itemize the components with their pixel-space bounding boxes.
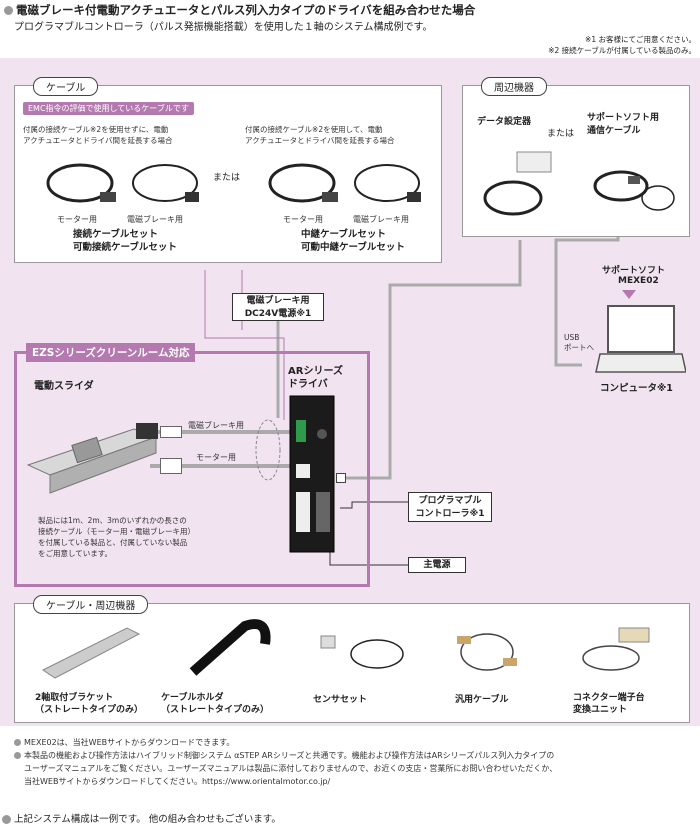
left-cable-desc: 付属の接続ケーブル※2を使用せずに、電動 アクチュエータとドライバ間を延長する場… bbox=[23, 125, 173, 145]
right-motor-label: モーター用 bbox=[283, 215, 323, 224]
motor-connector bbox=[160, 458, 182, 474]
right-cable-title: 中継ケーブルセット 可動中継ケーブルセット bbox=[301, 229, 405, 253]
footnote-4: 当社WEBサイトからダウンロードしてください。https://www.orien… bbox=[24, 777, 331, 786]
general-cable-icon bbox=[457, 633, 517, 671]
brake-connector bbox=[160, 426, 182, 438]
support-soft-label: サポートソフト bbox=[602, 266, 666, 276]
brake-power-box: 電磁ブレーキ用 DC24V電源※1 bbox=[232, 293, 324, 321]
data-setter-label: データ設定器 bbox=[477, 117, 532, 127]
bullet-icon bbox=[14, 752, 21, 759]
cable-peripheral-section: ケーブル・周辺機器 2軸取付ブラケット （ストレートタイプのみ） ケーブルホルダ… bbox=[14, 595, 690, 723]
support-cable-label: サポートソフト用 通信ケーブル bbox=[587, 113, 660, 136]
peripheral-or: または bbox=[547, 129, 575, 139]
left-brake-label: 電磁ブレーキ用 bbox=[127, 215, 183, 224]
cable-section: ケーブル EMC指令の評価で使用しているケーブルです 付属の接続ケーブル※2を使… bbox=[14, 77, 442, 263]
footnote-2: 本製品の機能および操作方法はハイブリッド制御システム αSTEP ARシリーズと… bbox=[14, 750, 554, 761]
motor-cable-label: モーター用 bbox=[196, 453, 236, 462]
terminal-unit-label: コネクター端子台 変換ユニット bbox=[573, 693, 645, 715]
arrow-down-icon bbox=[622, 290, 636, 299]
brake-cable-label: 電磁ブレーキ用 bbox=[188, 421, 244, 430]
cable-section-tab: ケーブル bbox=[33, 77, 99, 96]
page-subtitle: プログラマブルコントローラ（パルス発振機能搭載）を使用した１軸のシステム構成例で… bbox=[14, 22, 433, 33]
driver-label: ARシリーズ ドライバ bbox=[288, 366, 343, 390]
ar-driver-icon bbox=[289, 395, 335, 553]
or-label: または bbox=[213, 173, 241, 183]
electric-slider-icon bbox=[26, 423, 158, 494]
emc-badge: EMC指令の評価で使用しているケーブルです bbox=[23, 102, 194, 115]
peripheral-devices-icon bbox=[483, 151, 675, 216]
bracket-icon bbox=[42, 627, 141, 679]
bullet-icon bbox=[2, 815, 11, 824]
right-cable-desc: 付属の接続ケーブル※2を使用して、電動 アクチュエータとドライバ間を延長する場合 bbox=[245, 125, 395, 145]
bottom-note: 上記システム構成は一例です。 他の組み合わせもございます。 bbox=[2, 811, 281, 825]
slider-label: 電動スライダ bbox=[34, 381, 94, 392]
general-cable-label: 汎用ケーブル bbox=[455, 695, 509, 705]
peripheral-section: 周辺機器 データ設定器 または サポートソフト用 通信ケーブル bbox=[462, 77, 690, 237]
footnote-1: MEXE02は、当社WEBサイトからダウンロードできます。 bbox=[14, 737, 234, 748]
right-brake-label: 電磁ブレーキ用 bbox=[353, 215, 409, 224]
sensor-icon bbox=[320, 635, 404, 669]
cable-holder-icon bbox=[189, 619, 271, 676]
left-motor-label: モーター用 bbox=[57, 215, 97, 224]
bullet-icon bbox=[14, 739, 21, 746]
cable-set-right-icon bbox=[268, 163, 421, 203]
bracket-label: 2軸取付ブラケット （ストレートタイプのみ） bbox=[35, 693, 144, 715]
plc-box: プログラマブル コントローラ※1 bbox=[408, 492, 492, 522]
cable-holder-label: ケーブルホルダ （ストレートタイプのみ） bbox=[161, 693, 270, 715]
driver-port bbox=[336, 473, 346, 483]
footnote-3: ユーザーズマニュアルをご覧ください。ユーザーズマニュアルは製品に添付しておりませ… bbox=[24, 764, 558, 773]
ezs-note: 製品には1m、2m、3mのいずれかの長さの 接続ケーブル（モーター用・電磁ブレー… bbox=[38, 516, 196, 558]
ezs-header: EZSシリーズクリーンルーム対応 bbox=[26, 343, 196, 362]
cable-set-left-icon bbox=[46, 163, 199, 203]
left-cable-title: 接続ケーブルセット 可動接続ケーブルセット bbox=[73, 229, 177, 253]
computer-label: コンピュータ※1 bbox=[600, 383, 673, 394]
main-power-box: 主電源 bbox=[408, 557, 466, 573]
bottom-section-tab: ケーブル・周辺機器 bbox=[33, 595, 149, 614]
usb-port-label: USB ポートへ bbox=[564, 333, 594, 352]
terminal-unit-icon bbox=[582, 627, 650, 671]
computer-icon bbox=[595, 305, 686, 373]
peripheral-tab: 周辺機器 bbox=[481, 77, 547, 96]
bullet-icon bbox=[4, 6, 13, 15]
page-title: 電磁ブレーキ付電動アクチュエータとパルス列入力タイプのドライバを組み合わせた場合 bbox=[4, 2, 475, 18]
note-2: ※2 接続ケーブルが付属している製品のみ。 bbox=[548, 46, 696, 55]
note-1: ※1 お客様にてご用意ください。 bbox=[585, 35, 696, 44]
sensor-label: センサセット bbox=[313, 695, 368, 705]
mexe02-label: MEXE02 bbox=[618, 276, 659, 286]
